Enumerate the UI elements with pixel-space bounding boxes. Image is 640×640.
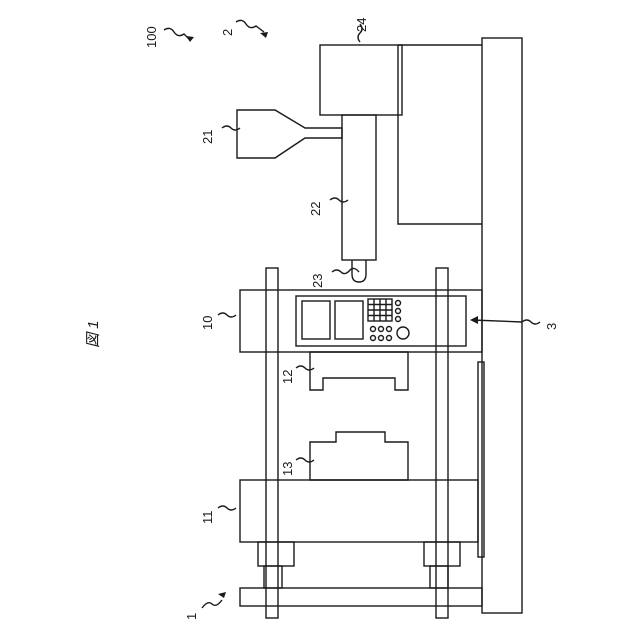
label-movable-mold: 13: [280, 462, 295, 476]
rear-platen: [240, 588, 482, 606]
link-right: [430, 566, 448, 588]
panel-keypad: [368, 299, 392, 321]
label-injection-unit: 2: [220, 29, 235, 36]
label-fixed-mold: 12: [280, 370, 295, 384]
panel-screen-1: [302, 301, 330, 339]
label-motor-unit: 24: [354, 18, 369, 32]
link-block-right: [424, 542, 460, 566]
link-block-left: [258, 542, 294, 566]
label-clamping-unit: 1: [184, 613, 199, 620]
injection-carriage: [398, 45, 482, 224]
platen-guide: [478, 362, 484, 557]
hopper: [237, 110, 342, 158]
movable-platen: [240, 480, 478, 542]
figure-title: 図 1: [85, 320, 102, 348]
label-nozzle: 23: [310, 274, 325, 288]
machine-base: [482, 38, 522, 613]
label-movable-platen: 11: [200, 511, 215, 525]
fixed-mold: [310, 352, 408, 390]
label-controller: 3: [544, 323, 559, 330]
leader-arrowheads: [186, 32, 478, 598]
panel-screen-2: [335, 301, 363, 339]
movable-mold: [310, 432, 408, 480]
label-fixed-platen: 10: [200, 316, 215, 330]
fixed-platen: [240, 290, 482, 352]
label-hopper: 21: [200, 130, 215, 144]
label-machine: 100: [144, 26, 159, 48]
motor-block: [320, 45, 402, 115]
label-cylinder: 22: [308, 202, 323, 216]
link-left: [264, 566, 282, 588]
heating-cylinder: [342, 115, 376, 260]
